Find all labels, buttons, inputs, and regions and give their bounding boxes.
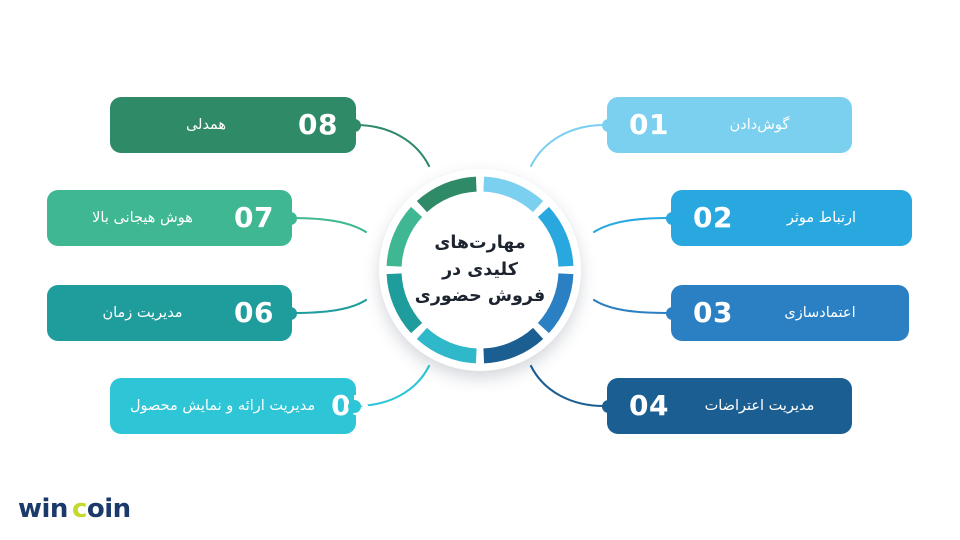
- center-disc: [379, 169, 581, 371]
- segmented-ring: [386, 176, 574, 364]
- ring-segment-05: [416, 327, 477, 364]
- connector-03: [592, 298, 670, 315]
- center-title-line-1: مهارت‌های: [434, 233, 526, 254]
- logo-mark: c: [68, 496, 87, 522]
- connector-06: [290, 298, 368, 315]
- connector-02: [592, 216, 670, 234]
- ring-segment-01: [483, 176, 544, 213]
- skill-label-03: اعتمادسازی: [784, 304, 856, 321]
- logo-text-win: win: [18, 494, 68, 524]
- ring-segment-08: [416, 176, 477, 213]
- center-hub: مهارت‌های کلیدی در فروش حضوری: [379, 169, 581, 371]
- skill-label-08: همدلی: [185, 116, 227, 133]
- connector-nub-05: [348, 399, 361, 413]
- skill-label-04: مدیریت اعتراضات: [704, 397, 815, 414]
- connector-07: [290, 216, 368, 234]
- skill-number-02: 02: [693, 201, 733, 234]
- center-title-line-2: کلیدی در: [442, 259, 518, 280]
- ring-segment-07: [386, 206, 423, 267]
- skill-box-06[interactable]: 06 مدیریت زمان: [47, 285, 297, 341]
- skill-label-07: هوش هیجانی بالا: [92, 209, 193, 226]
- skill-number-07: 07: [234, 201, 274, 234]
- connector-nub-02: [666, 211, 679, 225]
- skill-number-03: 03: [693, 296, 733, 329]
- connector-nub-01: [602, 118, 615, 132]
- ring-segment-06: [386, 273, 423, 334]
- logo-text-oin: oin: [86, 494, 131, 524]
- skill-box-05[interactable]: 05 مدیریت ارائه و نمایش محصول: [110, 378, 371, 434]
- skill-number-01: 01: [629, 108, 669, 141]
- wincoin-logo: win c oin: [18, 496, 131, 522]
- skill-box-02[interactable]: 02 ارتباط موثر: [666, 190, 912, 246]
- connector-04: [529, 364, 606, 408]
- skill-label-01: گوش‌دادن: [729, 116, 790, 133]
- skill-number-06: 06: [234, 296, 274, 329]
- skill-box-01[interactable]: 01 گوش‌دادن: [602, 97, 852, 153]
- skill-label-02: ارتباط موثر: [786, 209, 857, 226]
- center-title: مهارت‌های کلیدی در فروش حضوری: [407, 230, 553, 310]
- connector-nub-08: [348, 118, 361, 132]
- center-title-line-3: فروش حضوری: [414, 286, 546, 307]
- connector-nub-07: [284, 211, 297, 225]
- ring-segment-03: [537, 273, 574, 334]
- skill-label-06: مدیریت زمان: [102, 304, 183, 321]
- skill-box-07[interactable]: 07 هوش هیجانی بالا: [47, 190, 297, 246]
- skill-box-03[interactable]: 03 اعتمادسازی: [666, 285, 909, 341]
- skill-box-04[interactable]: 04 مدیریت اعتراضات: [602, 378, 852, 434]
- skill-label-05: مدیریت ارائه و نمایش محصول: [130, 397, 316, 414]
- skill-number-08: 08: [298, 108, 338, 141]
- skill-number-04: 04: [629, 389, 669, 422]
- ring-segment-04: [483, 327, 544, 364]
- connector-nub-06: [284, 306, 297, 320]
- skill-box-08[interactable]: 08 همدلی: [110, 97, 361, 153]
- connector-01: [529, 123, 606, 168]
- connector-nub-04: [602, 399, 615, 413]
- connector-08: [354, 123, 431, 168]
- logo-dot-icon: [87, 496, 89, 498]
- logo-text-c: c: [71, 494, 87, 524]
- connector-nub-03: [666, 306, 679, 320]
- ring-segment-02: [537, 206, 574, 267]
